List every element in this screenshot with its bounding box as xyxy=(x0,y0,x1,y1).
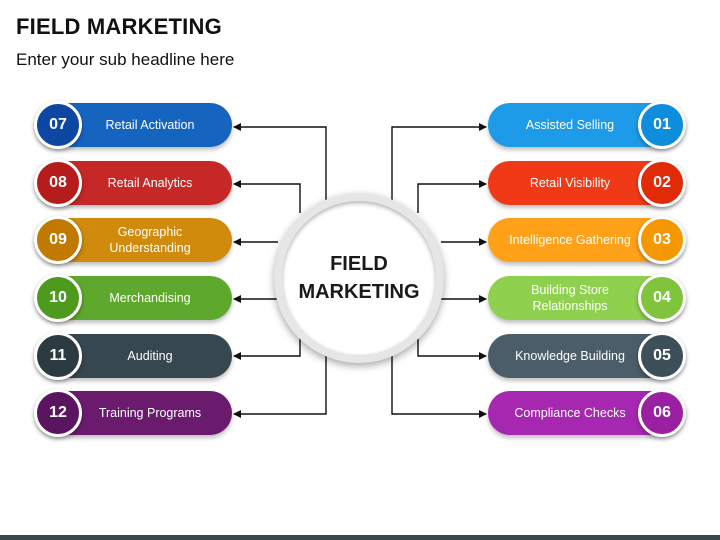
left-item-label: Geographic Understanding xyxy=(109,224,191,255)
right-connector-6 xyxy=(391,346,487,418)
right-item-4: Building Store Relationships 04 xyxy=(488,274,686,322)
left-item-number: 10 xyxy=(34,274,82,322)
right-item-number: 05 xyxy=(638,332,686,380)
left-connector-6 xyxy=(233,346,327,418)
right-item-label: Knowledge Building xyxy=(515,348,625,363)
left-item-number: 08 xyxy=(34,159,82,207)
right-item-number: 04 xyxy=(638,274,686,322)
left-item-1: Retail Activation 07 xyxy=(34,101,232,149)
right-item-number: 06 xyxy=(638,389,686,437)
center-label: FIELD MARKETING xyxy=(282,201,436,355)
right-item-label: Assisted Selling xyxy=(525,117,615,132)
left-item-label: Retail Activation xyxy=(105,117,195,132)
left-connector-1 xyxy=(233,123,327,208)
right-connector-2 xyxy=(417,180,487,213)
right-item-label: Building Store Relationships xyxy=(531,282,609,313)
right-item-2: Retail Visibility 02 xyxy=(488,159,686,207)
left-item-4: Merchandising 10 xyxy=(34,274,232,322)
left-item-label: Retail Analytics xyxy=(107,175,193,190)
right-item-number: 02 xyxy=(638,159,686,207)
center-hub-inner: FIELD MARKETING xyxy=(282,201,436,355)
right-item-3: Intelligence Gathering 03 xyxy=(488,216,686,264)
left-item-label: Training Programs xyxy=(98,405,202,420)
page-title: FIELD MARKETING xyxy=(16,14,222,39)
right-item-number: 03 xyxy=(638,216,686,264)
left-item-number: 12 xyxy=(34,389,82,437)
left-item-number: 07 xyxy=(34,101,82,149)
bottom-bar xyxy=(0,535,720,540)
right-item-label: Retail Visibility xyxy=(529,175,611,190)
right-item-5: Knowledge Building 05 xyxy=(488,332,686,380)
left-item-6: Training Programs 12 xyxy=(34,389,232,437)
left-connector-2 xyxy=(233,180,301,213)
right-item-1: Assisted Selling 01 xyxy=(488,101,686,149)
center-label-line1: FIELD xyxy=(330,253,388,275)
center-hub: FIELD MARKETING xyxy=(274,193,444,363)
center-label-line2: MARKETING xyxy=(298,281,420,303)
right-item-label: Compliance Checks xyxy=(514,405,626,420)
left-item-label: Auditing xyxy=(127,348,173,363)
left-item-3: Geographic Understanding 09 xyxy=(34,216,232,264)
left-item-5: Auditing 11 xyxy=(34,332,232,380)
left-item-label: Merchandising xyxy=(109,290,191,305)
right-connector-1 xyxy=(391,123,487,208)
right-item-label: Intelligence Gathering xyxy=(509,232,631,247)
left-item-number: 09 xyxy=(34,216,82,264)
left-item-2: Retail Analytics 08 xyxy=(34,159,232,207)
left-item-number: 11 xyxy=(34,332,82,380)
right-item-number: 01 xyxy=(638,101,686,149)
page-subtitle: Enter your sub headline here xyxy=(16,50,235,69)
right-item-6: Compliance Checks 06 xyxy=(488,389,686,437)
